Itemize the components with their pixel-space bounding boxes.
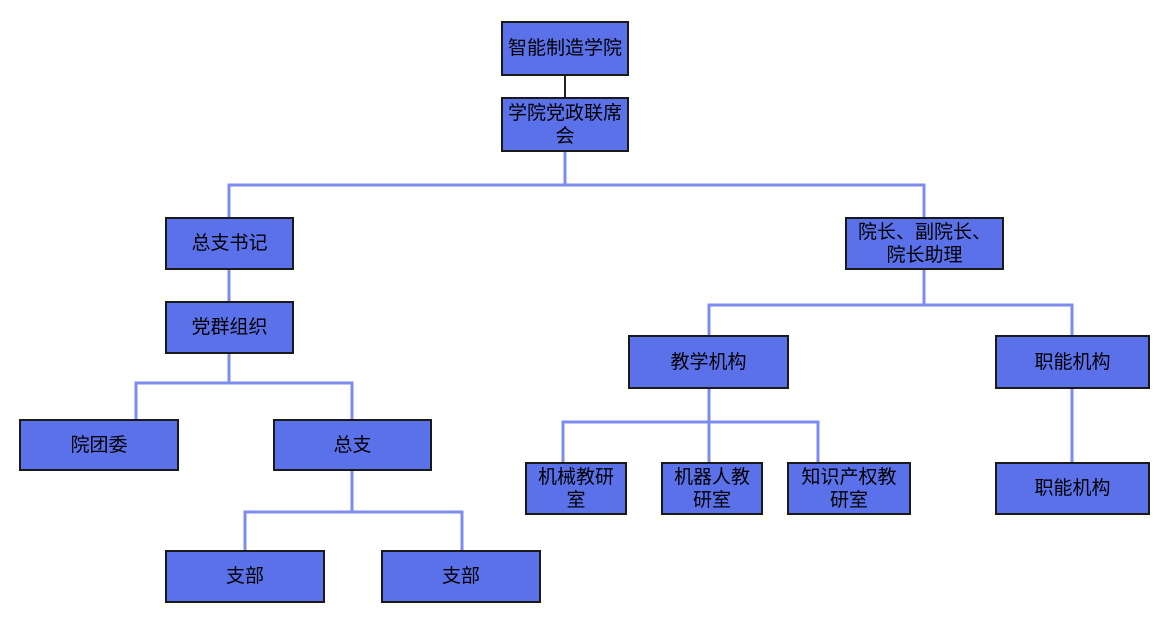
connector-party-children xyxy=(134,353,231,419)
node-joint-meeting: 学院党政联席会 xyxy=(501,97,629,152)
node-youth-league-label: 院团委 xyxy=(70,433,128,456)
node-party-mass-org-label: 党群组织 xyxy=(191,316,268,338)
node-ip-office-label: 知识产权教研室 xyxy=(801,465,897,511)
node-functional-org-label: 职能机构 xyxy=(1034,350,1111,373)
node-branch-2: 支部 xyxy=(381,550,541,603)
node-joint-meeting-label: 学院党政联席会 xyxy=(507,101,622,147)
node-dean-label: 院长、副院长、院长助理 xyxy=(857,220,991,266)
node-functional-org-sub: 职能机构 xyxy=(995,462,1150,515)
connector-level2-bus xyxy=(227,183,926,217)
node-mechanical-office-label: 机械教研室 xyxy=(537,465,614,511)
node-general-branch-label: 总支 xyxy=(333,433,372,456)
node-dean: 院长、副院长、院长助理 xyxy=(845,217,1004,270)
node-branch-1: 支部 xyxy=(165,550,325,603)
node-robotics-office-label: 机器人教研室 xyxy=(673,465,750,511)
node-branch-2-label: 支部 xyxy=(441,565,480,587)
node-functional-org-sub-label: 职能机构 xyxy=(1034,477,1111,499)
connector-branch-child2 xyxy=(352,510,464,550)
node-college: 智能制造学院 xyxy=(501,21,629,76)
connector-dean-functional xyxy=(924,303,1074,335)
node-college-label: 智能制造学院 xyxy=(507,37,622,59)
node-teaching-org: 教学机构 xyxy=(628,335,789,389)
node-mechanical-office: 机械教研室 xyxy=(525,462,627,515)
node-general-secretary-label: 总支书记 xyxy=(191,232,268,254)
connector-branch-children xyxy=(243,471,354,550)
node-general-secretary: 总支书记 xyxy=(165,217,294,270)
node-youth-league: 院团委 xyxy=(19,419,179,471)
connector-teaching-offices xyxy=(561,388,711,462)
node-functional-org: 职能机构 xyxy=(995,335,1150,389)
connector-party-branch xyxy=(229,381,354,419)
connector-dean-children xyxy=(707,269,926,335)
node-party-mass-org: 党群组织 xyxy=(165,301,294,354)
node-teaching-org-label: 教学机构 xyxy=(670,350,747,373)
connector-teaching-ip xyxy=(709,420,820,462)
node-ip-office: 知识产权教研室 xyxy=(787,462,911,515)
node-branch-1-label: 支部 xyxy=(225,565,264,587)
node-robotics-office: 机器人教研室 xyxy=(661,462,763,515)
node-general-branch: 总支 xyxy=(273,419,432,471)
